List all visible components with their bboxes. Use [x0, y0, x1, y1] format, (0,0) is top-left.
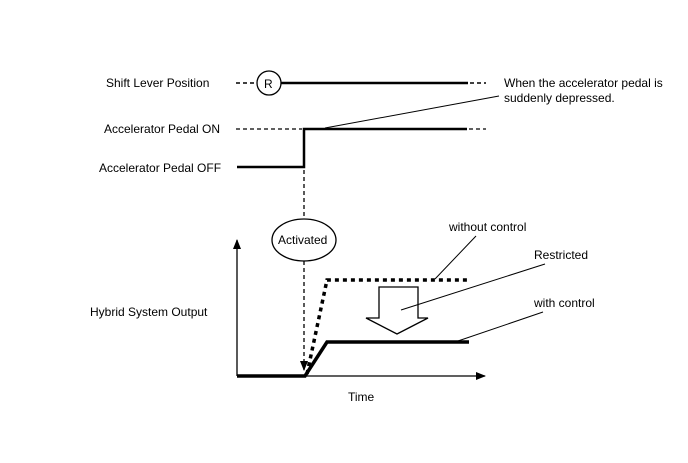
shift-position-value: R — [264, 77, 273, 91]
with-control-curve — [237, 340, 469, 378]
restricted-label: Restricted — [534, 248, 588, 262]
pedal-note-leader — [324, 95, 500, 129]
without-control-curve — [305, 278, 470, 375]
with-control-label: with control — [533, 296, 595, 310]
without-control-label: without control — [448, 220, 526, 234]
pedal-signal-line — [237, 127, 467, 169]
shift-lever-label: Shift Lever Position — [106, 76, 209, 90]
hybrid-output-label: Hybrid System Output — [90, 305, 208, 319]
pedal-off-label: Accelerator Pedal OFF — [99, 161, 221, 175]
pedal-note-line2: suddenly depressed. — [504, 91, 615, 105]
activated-label: Activated — [278, 233, 327, 247]
restricted-arrow-icon — [365, 286, 429, 335]
time-axis-label: Time — [348, 390, 375, 404]
with-control-leader — [454, 311, 544, 343]
pedal-note-line1: When the accelerator pedal is — [504, 76, 663, 90]
without-control-leader — [434, 235, 477, 280]
pedal-on-label: Accelerator Pedal ON — [104, 122, 220, 136]
restricted-leader — [400, 263, 546, 311]
